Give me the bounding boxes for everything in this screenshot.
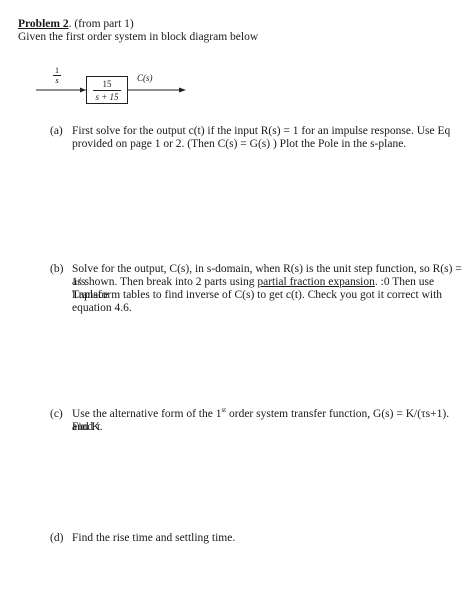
- question-b-label: (b): [50, 263, 64, 275]
- question-b: (b) Solve for the output, C(s), in s-dom…: [50, 263, 470, 319]
- block-denominator: s + 15: [95, 92, 119, 102]
- output-arrowhead: [179, 87, 186, 93]
- question-c-superscript: st: [221, 406, 227, 415]
- question-c-label: (c): [50, 408, 63, 420]
- question-d-line1: Find the rise time and settling time.: [72, 532, 236, 544]
- question-a-line1: First solve for the output c(t) if the i…: [72, 125, 451, 137]
- question-d: (d) Find the rise time and settling time…: [50, 532, 460, 548]
- problem-subtitle: Given the first order system in block di…: [18, 31, 259, 43]
- question-c-line2: and K.: [72, 421, 103, 433]
- block-diagram: 1 s 15 s + 15 C(s): [30, 62, 190, 112]
- question-b-line2-pre: as shown. Then break into 2 parts using: [72, 276, 258, 288]
- question-c: (c) Use the alternative form of the 1st …: [50, 406, 470, 438]
- problem-heading: Problem 2. (from part 1): [18, 18, 134, 31]
- question-b-line4: equation 4.6.: [72, 302, 132, 314]
- transfer-function-block: 15 s + 15: [86, 76, 128, 104]
- input-denominator: s: [55, 75, 59, 85]
- question-b-line2-post: . :0 Then use Laplace: [72, 276, 435, 301]
- question-c-line1-post: order system transfer function, G(s) = K…: [72, 408, 450, 433]
- input-arrowhead: [80, 87, 86, 93]
- output-label: C(s): [137, 73, 153, 83]
- question-a-line2: provided on page 1 or 2. (Then C(s) = G(…: [72, 138, 407, 150]
- block-fraction-bar: [93, 90, 121, 91]
- problem-title-suffix: . (from part 1): [68, 18, 134, 30]
- question-b-line2: as shown. Then break into 2 parts using …: [72, 276, 470, 302]
- diagram-arrows: [36, 87, 186, 93]
- problem-title: Problem 2: [18, 18, 69, 30]
- question-b-line3: Transform tables to find inverse of C(s)…: [72, 289, 443, 301]
- partial-fraction-link: partial fraction expansion: [257, 276, 375, 288]
- block-numerator: 15: [102, 79, 112, 89]
- input-fraction-bar: [53, 75, 61, 76]
- input-fraction: 1 s: [52, 66, 62, 85]
- question-a: (a) First solve for the output c(t) if t…: [50, 125, 460, 155]
- question-d-label: (d): [50, 532, 64, 544]
- input-numerator: 1: [54, 65, 60, 75]
- question-c-line1: Use the alternative form of the 1st orde…: [72, 406, 470, 434]
- question-a-label: (a): [50, 125, 63, 137]
- question-c-line1-pre: Use the alternative form of the 1: [72, 408, 222, 420]
- question-b-line1: Solve for the output, C(s), in s-domain,…: [72, 263, 462, 288]
